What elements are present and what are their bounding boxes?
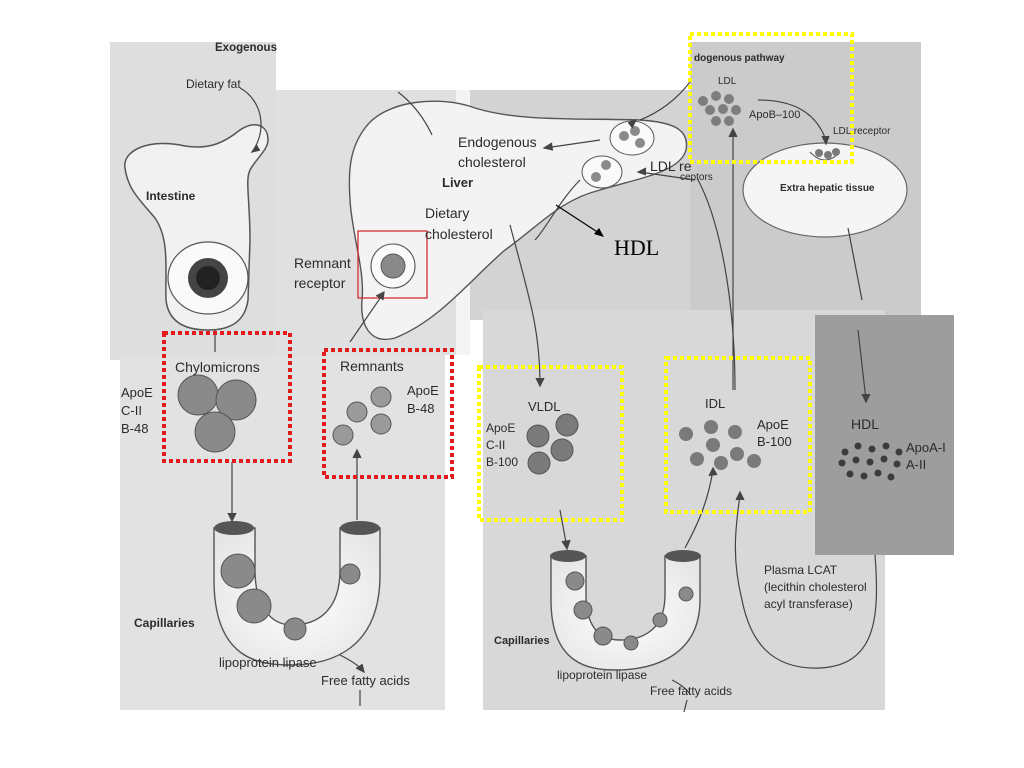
hdl-apoa1-label: ApoA-I bbox=[906, 440, 946, 455]
idl-label: IDL bbox=[705, 396, 725, 411]
capillaries-left-label: Capillaries bbox=[134, 616, 195, 630]
capillary-right bbox=[550, 550, 701, 671]
extra-hepatic-label: Extra hepatic tissue bbox=[780, 183, 875, 194]
ldl-receptor-label: LDL receptor bbox=[833, 126, 891, 137]
hdl-annotation-label: HDL bbox=[614, 235, 659, 260]
remnant-receptor-highlight bbox=[357, 230, 428, 299]
remnant-particles bbox=[332, 386, 392, 446]
lipase-right-label: lipoprotein lipase bbox=[557, 668, 647, 682]
vldl-b100-label: B-100 bbox=[486, 455, 518, 469]
ffa-right-label: Free fatty acids bbox=[650, 684, 732, 698]
idl-highlight-box bbox=[664, 356, 812, 514]
liver-label: Liver bbox=[442, 175, 473, 190]
vldl-particles bbox=[526, 413, 579, 475]
lipase-left-label: lipoprotein lipase bbox=[219, 655, 317, 670]
vldl-cii-label: C-II bbox=[486, 438, 505, 452]
ffa-left-label: Free fatty acids bbox=[321, 673, 410, 688]
chylo-apoe-label: ApoE bbox=[121, 385, 153, 400]
remnants-label: Remnants bbox=[340, 358, 404, 374]
ldl-receptors-label-line1: LDL re bbox=[650, 158, 692, 174]
remnant-receptor-label-line2: receptor bbox=[294, 275, 346, 291]
endogenous-cholesterol-line2: cholesterol bbox=[458, 154, 526, 170]
remnant-particle bbox=[380, 253, 406, 279]
remnants-highlight-box bbox=[322, 348, 454, 479]
capillaries-right-label: Capillaries bbox=[494, 635, 550, 647]
hdl-particles bbox=[838, 442, 903, 481]
dietary-fat-label: Dietary fat bbox=[186, 77, 241, 91]
intestine-label: Intestine bbox=[146, 189, 196, 203]
panel-hdl bbox=[815, 315, 954, 555]
remnants-apoe-label: ApoE bbox=[407, 383, 439, 398]
ldl-highlight-box bbox=[688, 32, 854, 164]
ldl-particles bbox=[698, 91, 741, 126]
chylomicron-particles bbox=[177, 374, 257, 453]
ldl-receptors-label-line2: ceptors bbox=[680, 172, 713, 183]
idl-particles bbox=[679, 420, 761, 470]
vldl-label: VLDL bbox=[528, 399, 561, 414]
lcat-label-line2: (lecithin cholesterol bbox=[764, 580, 867, 594]
endogenous-pathway-label: dogenous pathway bbox=[694, 53, 785, 64]
apob100-label: ApoB–100 bbox=[749, 109, 800, 121]
ldl-label: LDL bbox=[718, 76, 737, 87]
dietary-cholesterol-line1: Dietary bbox=[425, 205, 469, 221]
lcat-label-line3: acyl transferase) bbox=[764, 597, 853, 611]
idl-b100-label: B-100 bbox=[757, 434, 792, 449]
lcat-label-line1: Plasma LCAT bbox=[764, 563, 838, 577]
ldl-receptor-pocket-lower bbox=[581, 155, 623, 189]
hdl-aii-label: A-II bbox=[906, 457, 926, 472]
intestine-illustration bbox=[124, 124, 269, 331]
chylomicrons-highlight-box bbox=[162, 331, 292, 463]
endogenous-cholesterol-line1: Endogenous bbox=[458, 134, 537, 150]
exogenous-label: Exogenous bbox=[215, 42, 277, 54]
chylo-cii-label: C-II bbox=[121, 403, 142, 418]
dietary-cholesterol-line2: cholesterol bbox=[425, 226, 493, 242]
chylomicrons-label: Chylomicrons bbox=[175, 359, 260, 375]
liver-illustration bbox=[348, 100, 688, 341]
vldl-highlight-box bbox=[477, 365, 624, 522]
capillary-left bbox=[213, 521, 381, 666]
remnant-receptor-label-line1: Remnant bbox=[294, 255, 351, 271]
hdl-label: HDL bbox=[851, 416, 879, 432]
highlight-boxes bbox=[162, 32, 854, 522]
vldl-apoe-label: ApoE bbox=[486, 421, 515, 435]
pathway-arrows bbox=[214, 81, 878, 713]
idl-apoe-label: ApoE bbox=[757, 417, 789, 432]
chylo-b48-label: B-48 bbox=[121, 421, 148, 436]
hdl-annotation-arrow bbox=[555, 204, 603, 236]
remnants-b48-label: B-48 bbox=[407, 401, 434, 416]
